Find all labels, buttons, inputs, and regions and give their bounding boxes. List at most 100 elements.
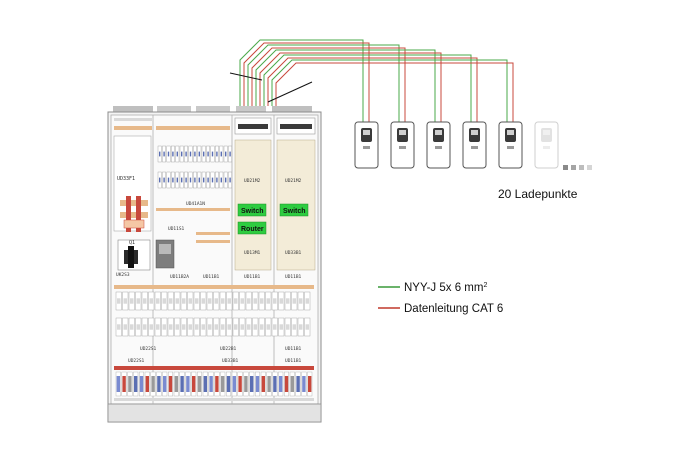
circuit-breaker (206, 171, 210, 189)
circuit-breaker (161, 291, 168, 311)
din-rail (114, 118, 152, 121)
circuit-breaker (157, 145, 162, 163)
din-rail (114, 398, 314, 401)
circuit-breaker (162, 171, 166, 189)
circuit-breaker (213, 317, 220, 337)
circuit-breaker (184, 171, 188, 189)
circuit-breaker (223, 171, 228, 189)
circuit-breaker (115, 291, 122, 311)
circuit-breaker (201, 171, 206, 189)
cable-cut-mark-1 (229, 72, 263, 81)
circuit-breaker (226, 317, 233, 337)
circuit-breaker (291, 317, 298, 337)
router-device (237, 221, 267, 235)
patch-ports (238, 124, 268, 129)
circuit-breaker (148, 317, 155, 337)
circuit-breaker (219, 291, 226, 311)
circuit-breaker (174, 317, 181, 337)
circuit-breaker (187, 291, 194, 311)
label-q1: Q1 (129, 240, 135, 246)
terminal (162, 371, 168, 397)
circuit-breaker (180, 317, 187, 337)
cabinet-top-block (157, 106, 191, 114)
circuit-breaker (297, 317, 304, 337)
cabinet-top-block (236, 106, 266, 114)
circuit-breaker (239, 291, 246, 311)
circuit-breaker (192, 145, 197, 163)
circuit-breaker (214, 145, 219, 163)
circuit-breaker (192, 171, 197, 189)
cabinet-top-block (196, 106, 230, 114)
circuit-breaker (271, 317, 278, 337)
terminal (202, 371, 208, 397)
label-uk2s3: UK2S3 (116, 272, 130, 278)
terminal (127, 371, 133, 397)
terminal (150, 371, 156, 397)
terminal (295, 371, 301, 397)
switch-label-2: Switch (283, 208, 306, 215)
terminal (254, 371, 260, 397)
terminal (237, 371, 243, 397)
circuit-breaker (258, 291, 265, 311)
terminal (249, 371, 255, 397)
router-label: Router (241, 226, 264, 233)
circuit-breaker (122, 291, 129, 311)
circuit-breaker (157, 171, 162, 189)
circuit-breaker (161, 317, 168, 337)
terminal (272, 371, 278, 397)
meter-display (159, 244, 171, 254)
circuit-breaker (304, 317, 311, 337)
circuit-breaker (213, 291, 220, 311)
busbar (114, 285, 314, 289)
legend-label-green: NYY-J 5x 6 mm2 (404, 282, 487, 294)
circuit-breaker (175, 171, 180, 189)
circuit-breaker (180, 291, 187, 311)
switch-label-1: Switch (241, 208, 264, 215)
circuit-breaker (154, 317, 161, 337)
data-cable (267, 57, 478, 122)
circuit-breaker (265, 291, 272, 311)
label-ud21m2-b: UD21M2 (285, 178, 302, 184)
breaker-row (115, 317, 311, 337)
circuit-breaker (252, 291, 259, 311)
terminal (133, 371, 139, 397)
charging-point (354, 121, 379, 169)
circuit-breaker (148, 291, 155, 311)
terminal (144, 371, 150, 397)
busbar (156, 208, 230, 211)
circuit-breaker (188, 171, 193, 189)
circuit-breaker (200, 317, 207, 337)
data-cable (259, 52, 442, 122)
circuit-breaker (278, 317, 285, 337)
label-ud22b1: UD22B1 (220, 346, 237, 352)
circuit-breaker (206, 145, 210, 163)
circuit-breaker (210, 171, 215, 189)
terminal-rail (114, 366, 314, 370)
fuse-disconnector (120, 196, 148, 232)
label-ud21m2: UD21M2 (244, 178, 261, 184)
terminal-block (115, 371, 313, 397)
circuit-breaker (179, 171, 184, 189)
charging-point (534, 121, 559, 169)
data-cable (243, 42, 370, 122)
breaker-row (157, 171, 232, 189)
power-cable (271, 59, 508, 122)
terminal (185, 371, 191, 397)
circuit-breaker (166, 145, 171, 163)
circuit-breaker (128, 291, 135, 311)
label-ud33b1-b: UD33B1 (222, 358, 239, 364)
busbar (196, 240, 230, 243)
circuit-breaker (232, 291, 239, 311)
cabinet-plinth (107, 403, 322, 423)
circuit-breaker (154, 291, 161, 311)
circuit-breaker (187, 317, 194, 337)
label-ud22s1-b: UD22S1 (128, 358, 145, 364)
label-ud11b1-b: UD11B1 (244, 274, 261, 280)
label-ud11b2a: UD11B2A (170, 274, 189, 280)
circuit-breaker (135, 317, 142, 337)
patch-ports (280, 124, 312, 129)
circuit-breaker (219, 171, 224, 189)
circuit-breaker (188, 145, 193, 163)
terminal (301, 371, 307, 397)
